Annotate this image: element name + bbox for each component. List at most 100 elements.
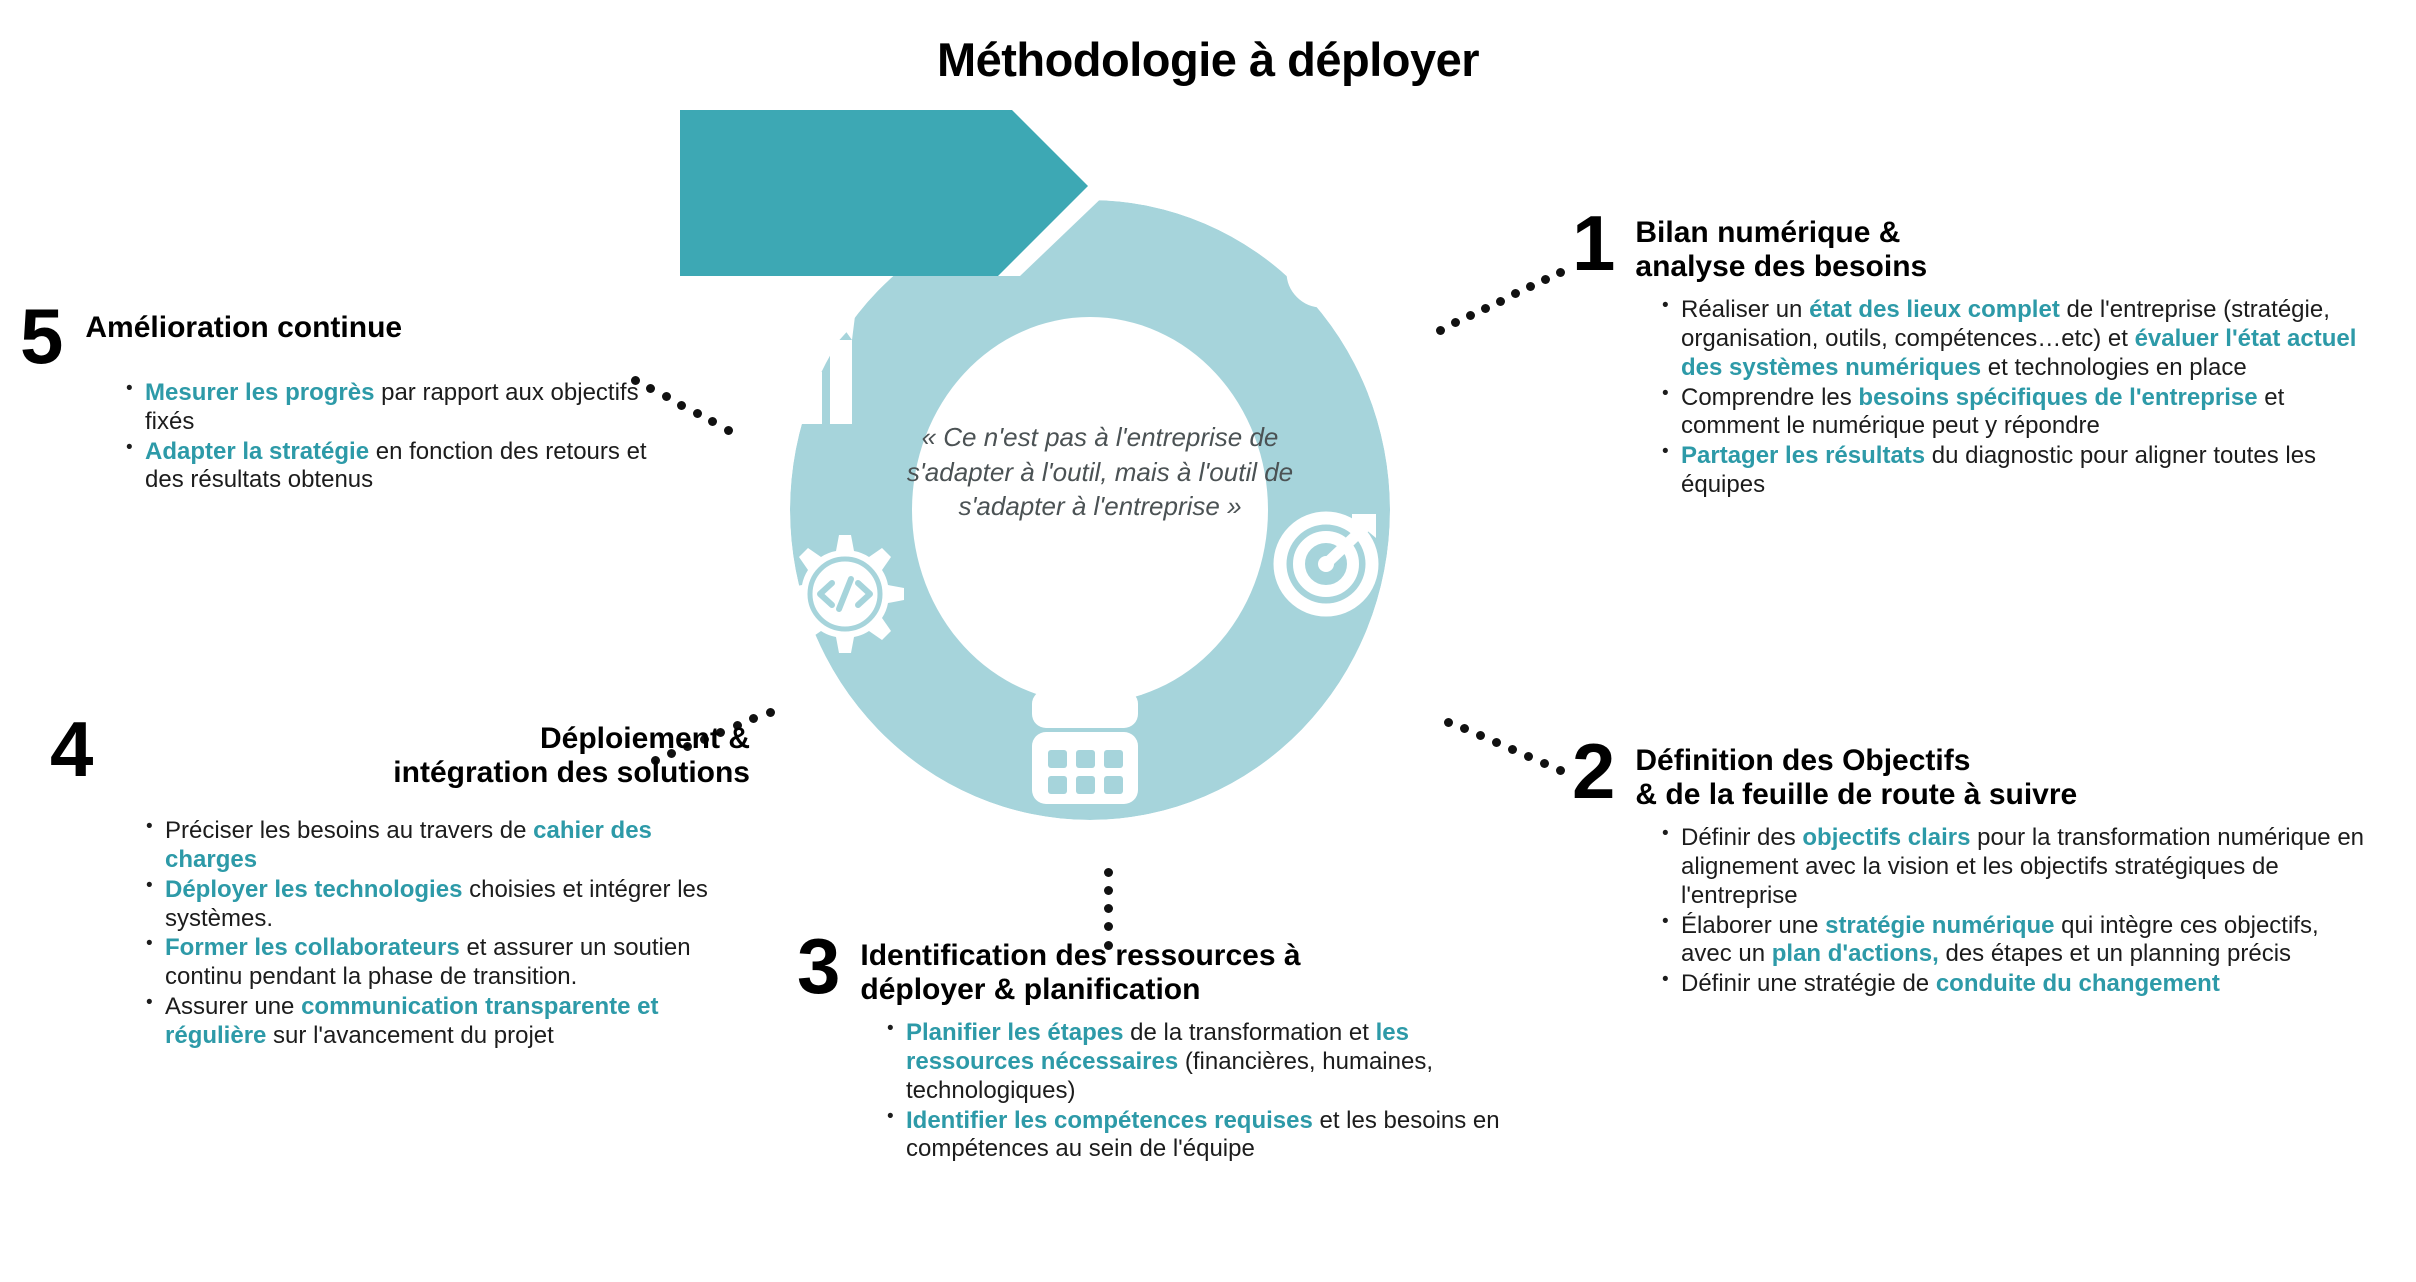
connector-step-3-dot xyxy=(1103,885,1113,895)
highlight-text: Mesurer les progrès xyxy=(145,378,375,406)
step-5-bullet: Mesurer les progrès par rapport aux obje… xyxy=(120,378,680,437)
highlight-text: Déployer les technologies xyxy=(165,875,463,903)
body-text: du diagnostic pour aligner toutes les éq… xyxy=(1681,442,2317,498)
calendar-icon xyxy=(1032,680,1138,804)
step-2-title: Définition des Objectifs& de la feuille … xyxy=(1635,740,2077,811)
body-text: des étapes et un planning précis xyxy=(1938,940,2292,968)
highlight-text: Partager les résultats xyxy=(1681,442,1926,470)
step-5-title: Amélioration continue xyxy=(85,305,402,345)
body-text: en fonction des retours et des résultats… xyxy=(145,437,647,494)
body-text: et assurer un soutien continu pendant la… xyxy=(165,934,691,991)
body-text: Élaborer une xyxy=(1681,911,1826,939)
body-text: Définir des xyxy=(1681,824,1803,852)
connector-step-2-dot xyxy=(1523,751,1533,761)
step-1-number: 1 xyxy=(1572,199,1616,287)
step-3-bullet: Planifier les étapes de la transformatio… xyxy=(881,1018,1537,1105)
highlight-text: Former les collaborateurs xyxy=(165,934,460,962)
highlight-text: cahier des charges xyxy=(165,817,652,873)
step-1-bullet: Partager les résultats du diagnostic pou… xyxy=(1656,441,2372,500)
cycle-ring xyxy=(790,200,1390,820)
growth-chart-icon xyxy=(739,308,856,424)
step-4-body: Préciser les besoins au travers de cahie… xyxy=(140,816,750,1051)
highlight-text: besoins spécifiques de l'entreprise xyxy=(1858,383,2258,411)
step-2-number: 2 xyxy=(1572,727,1616,815)
step-1-title-line: Bilan numérique & xyxy=(1635,216,1901,249)
connector-step-1-dot xyxy=(1525,282,1535,291)
step-2-bullet: Élaborer une stratégie numérique qui int… xyxy=(1656,911,2372,970)
target-icon xyxy=(1273,511,1379,617)
body-text: Assurer une xyxy=(165,992,302,1020)
step-2-bullet: Définir une stratégie de conduite du cha… xyxy=(1656,969,2372,999)
step-1-block: 1 Bilan numérique &analyse des besoins R… xyxy=(1572,199,2372,501)
step-1-title-line: analyse des besoins xyxy=(1635,249,1928,283)
cycle-diagram xyxy=(680,110,1500,870)
connector-step-1-dot xyxy=(1540,274,1550,284)
step-1-header: 1 Bilan numérique &analyse des besoins xyxy=(1572,199,2372,287)
connector-step-2-dot xyxy=(1555,765,1565,775)
highlight-text: état des lieux complet xyxy=(1809,296,2060,324)
highlight-text: évaluer l'état actuel des systèmes numér… xyxy=(1681,324,2357,381)
body-text: Définir une stratégie de xyxy=(1681,970,1936,998)
code-gear-icon xyxy=(786,535,904,653)
highlight-text: communication transparente et régulière xyxy=(165,992,659,1049)
step-2-block: 2 Définition des Objectifs& de la feuill… xyxy=(1572,727,2372,1000)
step-5-bullet: Adapter la stratégie en fonction des ret… xyxy=(120,437,680,496)
step-3-bullet: Identifier les compétences requises et l… xyxy=(881,1106,1537,1165)
step-4-bullet: Préciser les besoins au travers de cahie… xyxy=(140,816,750,875)
step-4-title-line: Déploiement & xyxy=(539,722,750,755)
step-5-body: Mesurer les progrès par rapport aux obje… xyxy=(120,378,680,496)
arrow-banner xyxy=(680,110,1088,276)
highlight-text: les ressources nécessaires xyxy=(906,1019,1409,1075)
highlight-text: stratégie numérique xyxy=(1825,911,2055,939)
highlight-text: Identifier les compétences requises xyxy=(906,1106,1313,1134)
body-text: de l'entreprise (stratégie, organisation… xyxy=(1681,296,2330,352)
connector-step-3-dot xyxy=(1103,904,1113,913)
body-text: et comment le numérique peut y répondre xyxy=(1681,383,2285,440)
highlight-text: Adapter la stratégie xyxy=(145,437,370,465)
step-1-bullet: Comprendre les besoins spécifiques de l'… xyxy=(1656,383,2372,442)
step-2-title-line: Définition des Objectifs xyxy=(1635,744,1971,777)
step-5-number: 5 xyxy=(20,292,64,380)
step-4-block: 4 Déploiement &intégration des solutions… xyxy=(50,705,750,1052)
connector-step-3-dot xyxy=(1103,922,1113,932)
connector-step-1-dot xyxy=(1510,289,1520,299)
page-title: Méthodologie à déployer xyxy=(936,33,1480,86)
connector-step-2-dot xyxy=(1539,758,1549,768)
body-text: Comprendre les xyxy=(1681,383,1859,411)
center-quote: « Ce n'est pas à l'entreprise de s'adapt… xyxy=(906,422,1294,522)
body-text: sur l'avancement du projet xyxy=(266,1021,554,1049)
body-text: et les besoins en compétences au sein de… xyxy=(906,1106,1500,1163)
step-5-header: 5 Amélioration continue xyxy=(20,292,680,380)
body-text: qui intègre ces objectifs, avec un xyxy=(1681,911,2319,968)
step-5-block: 5 Amélioration continue Mesurer les prog… xyxy=(20,292,680,496)
step-4-bullet: Déployer les technologies choisies et in… xyxy=(140,875,750,934)
highlight-text: objectifs clairs xyxy=(1802,824,1971,852)
body-text: choisies et intégrer les systèmes. xyxy=(165,875,708,932)
step-3-title-line: Identification des ressources à xyxy=(860,939,1301,972)
highlight-text: conduite du changement xyxy=(1935,970,2220,998)
highlight-text: Planifier les étapes xyxy=(906,1019,1124,1047)
body-text: par rapport aux objectifs fixés xyxy=(145,378,639,435)
step-4-title-line: intégration des solutions xyxy=(393,755,750,789)
search-icon xyxy=(1286,236,1365,335)
step-4-number: 4 xyxy=(50,705,94,793)
step-4-bullet: Assurer une communication transparente e… xyxy=(140,992,750,1051)
step-3-body: Planifier les étapes de la transformatio… xyxy=(881,1018,1537,1165)
step-4-header: 4 Déploiement &intégration des solutions xyxy=(50,705,750,793)
step-2-title-line: & de la feuille de route à suivre xyxy=(1635,777,2078,811)
connector-step-1-dot xyxy=(1555,267,1565,277)
connector-step-2-dot xyxy=(1507,744,1517,754)
step-2-bullet: Définir des objectifs clairs pour la tra… xyxy=(1656,823,2372,910)
body-text: et technologies en place xyxy=(1981,353,2247,381)
body-text: pour la transformation numérique en alig… xyxy=(1681,824,2365,909)
step-4-title: Déploiement &intégration des solutions xyxy=(113,718,750,789)
step-1-title: Bilan numérique &analyse des besoins xyxy=(1635,212,1927,283)
step-2-body: Définir des objectifs clairs pour la tra… xyxy=(1656,823,2372,999)
step-3-title-line: déployer & planification xyxy=(860,972,1201,1006)
step-4-bullet: Former les collaborateurs et assurer un … xyxy=(140,933,750,992)
body-text: Réaliser un xyxy=(1681,296,1810,324)
step-1-body: Réaliser un état des lieux complet de l'… xyxy=(1656,295,2372,500)
step-5-title-line: Amélioration continue xyxy=(85,311,403,344)
